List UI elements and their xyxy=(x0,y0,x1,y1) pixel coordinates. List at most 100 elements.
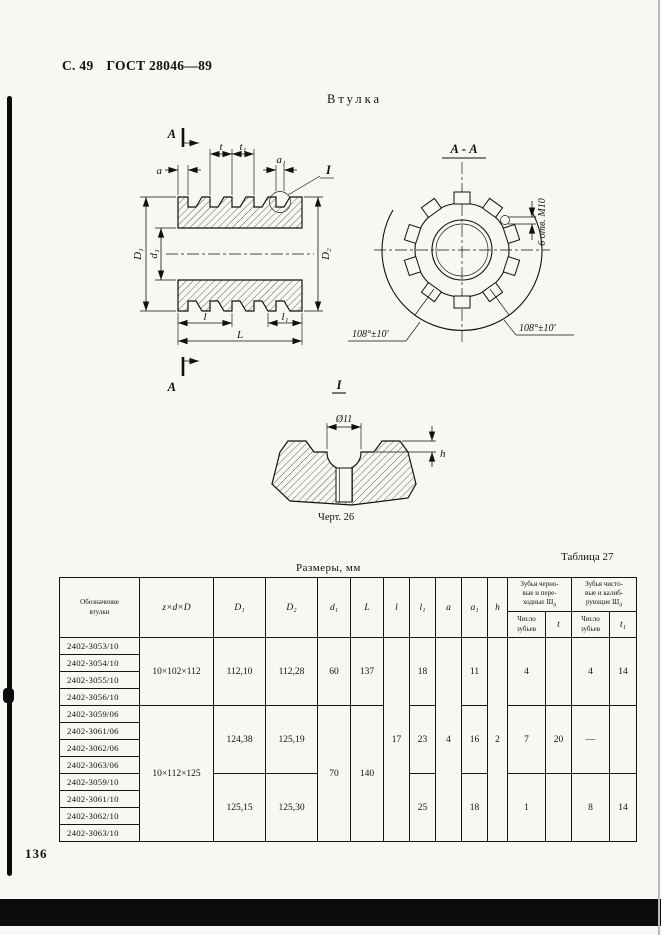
bore-chamfer-circle xyxy=(435,223,489,277)
cell-designation: 2402-3062/06 xyxy=(59,739,140,757)
cell-zdD: 10×112×125 xyxy=(139,705,214,842)
angle-label-left: 108°±10′ xyxy=(352,329,389,340)
section-label-bottom: А xyxy=(167,380,176,394)
dim-label-t: t xyxy=(219,141,223,153)
cell-designation: 2402-3059/10 xyxy=(59,773,140,791)
table-row: 2402-3059/10 125,15 125,30 25 18 1 8 14 xyxy=(59,773,637,842)
scan-artifact-left xyxy=(7,96,12,876)
cell-rough-count: 1 xyxy=(507,773,546,842)
cell-a: 4 xyxy=(435,637,462,842)
cell-D1: 125,15 xyxy=(213,773,266,842)
col-header-a1: a₁ xyxy=(461,577,488,638)
detail-view-title: I xyxy=(336,378,343,392)
cell-designation: 2402-3059/06 xyxy=(59,705,140,723)
cell-finish-count: — xyxy=(571,705,610,774)
col-header-finish-t1: t₁ xyxy=(609,611,637,638)
cell-D1: 124,38 xyxy=(213,705,266,774)
scan-artifact-blob xyxy=(3,688,14,703)
cell-designation: 2402-3056/10 xyxy=(59,688,140,706)
detail-view-i: I Ø11 h xyxy=(271,378,446,506)
col-header-L: L xyxy=(350,577,384,638)
finish-group-label: Зубья чисто- вые и калиб- рующие Ш xyxy=(585,579,623,606)
cell-zdD: 10×102×112 xyxy=(139,637,214,706)
cell-finish-t1: 14 xyxy=(609,773,637,842)
cell-a1: 11 xyxy=(461,637,488,706)
cell-rough-t xyxy=(545,773,572,842)
tooth-profile-section xyxy=(271,440,417,506)
cell-designation: 2402-3063/10 xyxy=(59,824,140,842)
scan-artifact-right xyxy=(658,0,660,935)
figure-caption: Черт. 26 xyxy=(318,512,355,523)
spline-root-circle xyxy=(414,202,510,298)
cell-h: 2 xyxy=(487,637,508,842)
cell-designation: 2402-3063/06 xyxy=(59,756,140,774)
cell-D2: 125,19 xyxy=(265,705,318,774)
dim-label-l1: l₁ xyxy=(282,311,289,323)
cell-rough-count: 4 xyxy=(507,637,546,706)
table-row: 2402-3053/10 10×102×112 112,10 112,28 60… xyxy=(59,637,637,842)
table-row: 2402-3059/06 10×112×125 124,38 125,19 70… xyxy=(59,705,637,842)
col-header-a: a xyxy=(435,577,462,638)
detail-ref-label: I xyxy=(325,163,332,177)
cell-l1: 25 xyxy=(409,773,436,842)
cell-rough-t xyxy=(545,637,572,706)
bushing-upper-section xyxy=(177,196,303,229)
dimensions-table: Обозначение втулки z×d×D D₁ D₂ d₁ L l l₁… xyxy=(59,577,637,842)
scan-artifact-bottom xyxy=(0,899,661,926)
cell-designation: 2402-3062/10 xyxy=(59,807,140,825)
col-header-l: l xyxy=(383,577,410,638)
cell-l: 17 xyxy=(383,637,410,842)
cell-finish-count: 8 xyxy=(571,773,610,842)
rough-group-label: Зубья черно- вые и пере- ходные Ш xyxy=(520,579,559,606)
dim-label-l: l xyxy=(203,311,206,323)
col-group-rough-teeth: Зубья черно- вые и пере- ходные Шд xyxy=(507,577,572,612)
col-header-D1: D₁ xyxy=(213,577,266,638)
dim-label-a1: a₁ xyxy=(276,154,286,166)
dim-label-diameter: Ø11 xyxy=(335,414,352,425)
cell-designation: 2402-3061/10 xyxy=(59,790,140,808)
dim-label-D2: D₂ xyxy=(320,248,332,261)
col-group-finish-teeth: Зубья чисто- вые и калиб- рующие Шд xyxy=(571,577,637,612)
cell-l1: 23 xyxy=(409,705,436,774)
cell-designation: 2402-3061/06 xyxy=(59,722,140,740)
col-header-designation: Обозначение втулки xyxy=(59,577,140,638)
technical-drawing: I А А a t t₁ a₁ xyxy=(132,127,574,506)
cell-D2: 112,28 xyxy=(265,637,318,706)
col-header-rough-count: Число зубьев xyxy=(507,611,546,638)
cell-designation: 2402-3053/10 xyxy=(59,637,140,655)
dim-label-L: L xyxy=(236,329,243,341)
col-header-l1: l₁ xyxy=(409,577,436,638)
cell-finish-t1 xyxy=(609,705,637,774)
angle-label-right: 108°±10′ xyxy=(519,323,556,334)
dim-label-d1: d₁ xyxy=(148,249,160,259)
bushing-lower-section xyxy=(177,279,303,312)
page-title: Втулка xyxy=(327,92,383,106)
cell-D1: 112,10 xyxy=(213,637,266,706)
finish-group-sub: д xyxy=(619,602,622,609)
page-number: 136 xyxy=(25,846,48,861)
cell-d1: 60 xyxy=(317,637,351,706)
cell-finish-t1: 14 xyxy=(609,637,637,706)
spline-teeth xyxy=(403,191,521,309)
section-view-a-a: А - А xyxy=(348,142,574,342)
cell-d1: 70 xyxy=(317,705,351,842)
rough-group-sub: д xyxy=(553,602,557,609)
col-header-rough-t: t xyxy=(545,611,572,638)
col-header-D2: D₂ xyxy=(265,577,318,638)
cell-a1: 16 xyxy=(461,705,488,774)
units-note: Размеры, мм xyxy=(296,562,361,574)
table-row: 2402-3063/10 xyxy=(59,824,637,842)
header-page-ref: С. 49 xyxy=(62,58,94,73)
cell-L: 137 xyxy=(350,637,384,706)
dim-label-h: h xyxy=(440,448,446,460)
section-view-title: А - А xyxy=(449,142,477,156)
detail-reference-circle xyxy=(269,191,291,213)
cell-designation: 2402-3055/10 xyxy=(59,671,140,689)
tapped-hole xyxy=(500,215,510,225)
dim-label-a: a xyxy=(157,165,163,177)
col-header-zdD: z×d×D xyxy=(139,577,214,638)
cell-finish-count: 4 xyxy=(571,637,610,706)
main-view: I А А a t t₁ a₁ xyxy=(132,127,334,394)
col-header-d1: d₁ xyxy=(317,577,351,638)
